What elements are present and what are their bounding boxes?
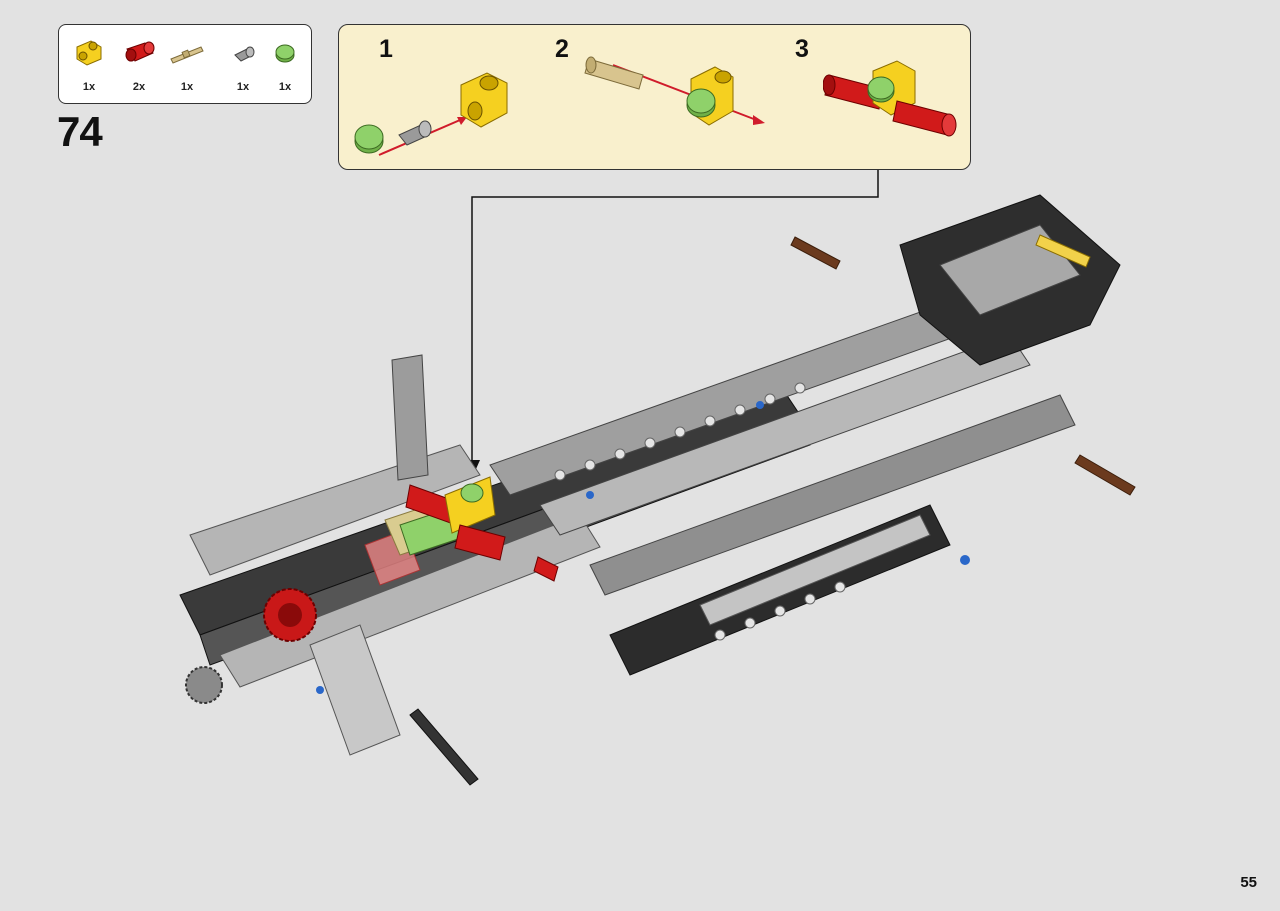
parts-list: 1x 2x 1x 1x 1x xyxy=(58,24,312,104)
yellow-connector-icon xyxy=(76,40,102,66)
model-illustration xyxy=(179,194,1136,786)
part-qty: 1x xyxy=(180,81,194,93)
red-tube-icon xyxy=(125,41,155,62)
substep-1-illustration xyxy=(354,72,508,156)
substep-2-label: 2 xyxy=(555,35,569,63)
substep-1-label: 1 xyxy=(379,35,393,63)
substep-3-label: 3 xyxy=(795,35,809,63)
step-number: 74 xyxy=(57,108,103,155)
part-tan-axle-pin: 1x xyxy=(165,33,209,99)
part-gray-bush: 1x xyxy=(221,33,265,99)
subassembly-callout: 1 2 3 xyxy=(338,24,971,170)
page-number: 55 xyxy=(1240,874,1257,891)
gray-bush-icon xyxy=(234,46,255,62)
substep-3-illustration xyxy=(823,60,957,137)
part-red-tube: 2x xyxy=(117,33,161,99)
part-yellow-connector: 1x xyxy=(67,33,111,99)
part-lime-tile: 1x xyxy=(263,33,307,99)
lime-round-tile-icon xyxy=(275,44,295,63)
part-qty: 1x xyxy=(82,81,96,93)
part-qty: 1x xyxy=(236,81,250,93)
part-qty: 2x xyxy=(132,81,146,93)
substep-2-illustration xyxy=(584,56,765,126)
tan-axle-pin-icon xyxy=(170,46,204,64)
part-qty: 1x xyxy=(278,81,292,93)
